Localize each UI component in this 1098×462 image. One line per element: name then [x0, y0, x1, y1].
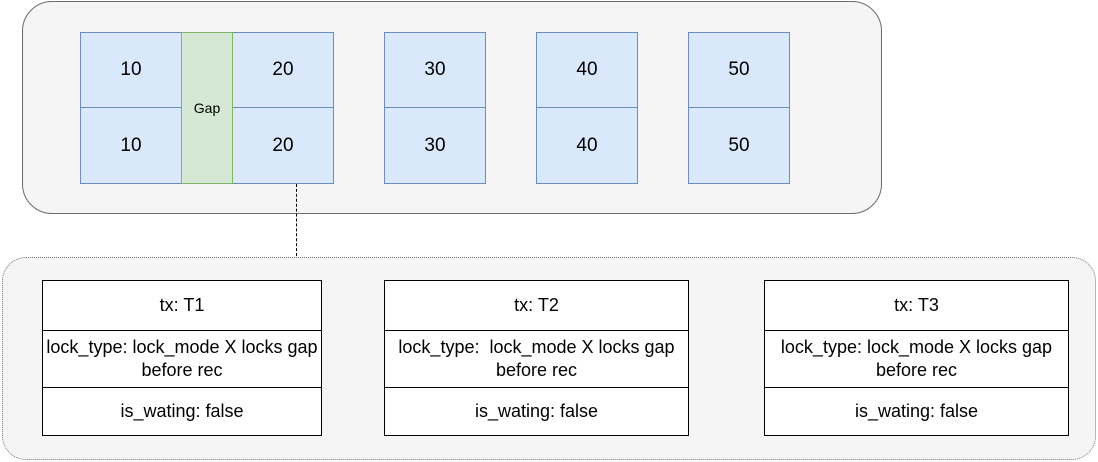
is-waiting-label: is_wating: false [120, 400, 244, 421]
record-cell: 30 [384, 107, 486, 184]
record-cell: 30 [384, 32, 486, 108]
transaction-lock-box-t3: tx: T3 lock_type: lock_mode X locks gap … [764, 280, 1069, 436]
is-waiting-label: is_wating: false [854, 400, 979, 421]
lock-type-label: lock_type: lock_mode X locks gap before … [765, 330, 1068, 388]
record-cell: 20 [232, 32, 334, 108]
record-cell: 20 [232, 107, 334, 184]
record-cell: 40 [536, 107, 638, 184]
tx-label: tx: T1 [43, 281, 321, 331]
record-cell: 10 [80, 107, 182, 184]
transaction-lock-box-t1: tx: T1 lock_type: lock_mode X locks gap … [42, 280, 322, 436]
is-waiting-label: is_wating: false [474, 400, 599, 421]
tx-label: tx: T2 [385, 281, 688, 331]
transaction-lock-box-t2: tx: T2 lock_type: lock_mode X locks gap … [384, 280, 689, 436]
gap-cell: Gap [181, 32, 233, 184]
record-cell: 10 [80, 32, 182, 108]
tx-label: tx: T3 [765, 281, 1068, 331]
lock-type-label: lock_type: lock_mode X locks gap before … [43, 330, 321, 388]
lock-type-label: lock_type: lock_mode X locks gap before … [385, 330, 688, 388]
record-cell: 40 [536, 32, 638, 108]
record-cell: 50 [688, 107, 790, 184]
dashed-connector [296, 184, 297, 256]
record-cell: 50 [688, 32, 790, 108]
